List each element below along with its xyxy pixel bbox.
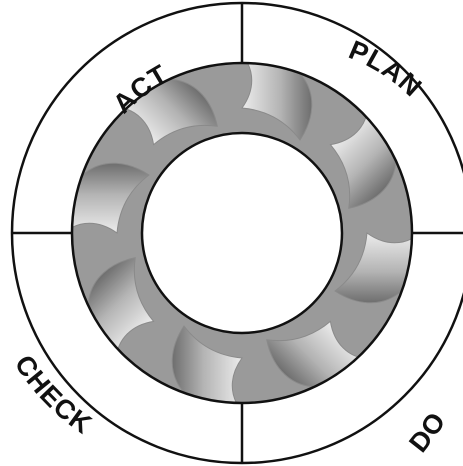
- label-do: DO: [403, 407, 452, 458]
- inner-circle: [142, 133, 342, 333]
- label-do-text: DO: [403, 407, 452, 458]
